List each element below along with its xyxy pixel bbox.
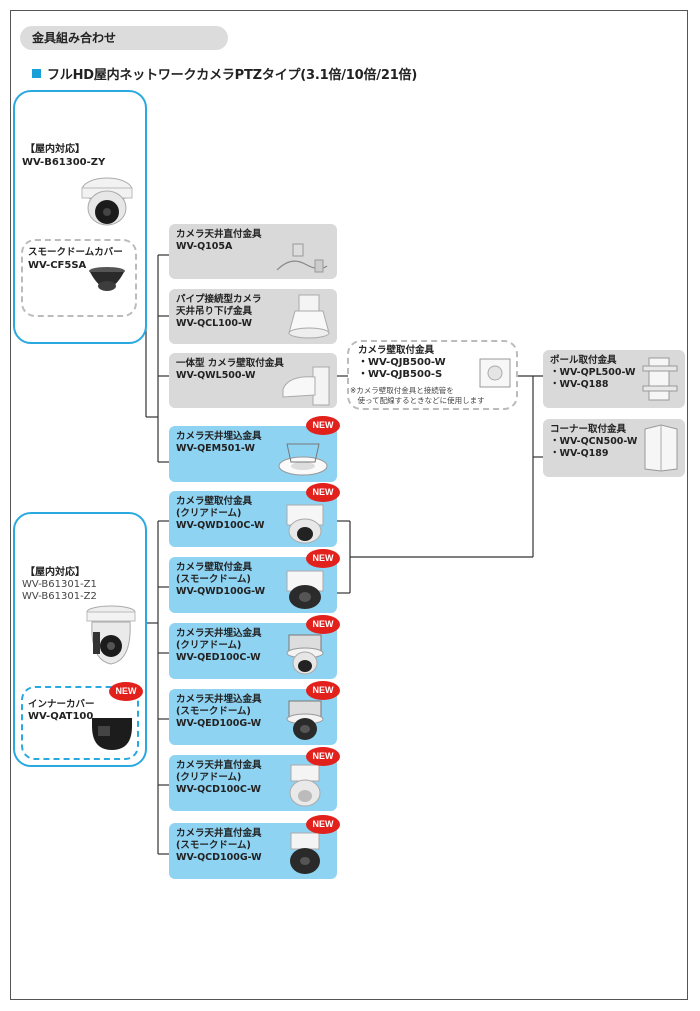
- wall-bracket-note: ※カメラ壁取付金具と接続管を 使って配線するときなどに使用します: [350, 386, 485, 405]
- wall-bracket-item: ・WV-QJB500-S: [358, 369, 443, 380]
- corner-mount-item: ・WV-QCN500-W: [550, 436, 638, 447]
- inner-cover-model: WV-QAT100: [28, 711, 94, 722]
- smoke-cover-box: [21, 239, 137, 317]
- corner-mount-item: ・WV-Q189: [550, 448, 609, 459]
- smoke-cover-icon: [89, 267, 125, 291]
- wall-bracket-box[interactable]: [347, 340, 518, 410]
- mount-title: カメラ天井直付金具 (クリアドーム): [176, 760, 262, 783]
- mount-title: パイプ接続型カメラ 天井吊り下げ金具: [176, 294, 262, 317]
- pole-mount-title: ポール取付金具: [550, 355, 617, 366]
- mount-card-qem501[interactable]: カメラ天井埋込金具 WV-QEM501-W: [169, 426, 337, 482]
- pole-mount-item: ・WV-Q188: [550, 379, 609, 390]
- new-badge: NEW: [109, 682, 143, 701]
- new-badge: NEW: [306, 549, 340, 568]
- dome-camera-icon: [81, 177, 133, 226]
- camera-model-z2: WV-B61301-Z2: [22, 591, 97, 602]
- page-frame: [10, 10, 688, 1000]
- camera-model-z1: WV-B61301-Z1: [22, 579, 97, 590]
- new-badge: NEW: [306, 416, 340, 435]
- corner-mount-icon: [644, 424, 678, 472]
- mount-title: カメラ壁取付金具 (スモークドーム): [176, 562, 253, 585]
- mount-card-qed100c[interactable]: カメラ天井埋込金具 (クリアドーム) WV-QED100C-W: [169, 623, 337, 679]
- junction-box-icon: [479, 358, 511, 388]
- mount-title: カメラ天井直付金具 (スモークドーム): [176, 828, 262, 851]
- ceiling-dome-smoke-icon: [290, 832, 320, 874]
- ceiling-embed-dome-smoke-icon: [286, 700, 324, 740]
- new-badge: NEW: [306, 615, 340, 634]
- inner-cover-label: インナーカバー: [28, 699, 95, 710]
- pole-mount-card[interactable]: ポール取付金具 ・WV-QPL500-W ・WV-Q188: [543, 350, 685, 408]
- mount-title: カメラ天井埋込金具 (クリアドーム): [176, 628, 262, 651]
- ceiling-dome-clear-icon: [289, 764, 321, 807]
- mount-title: カメラ天井埋込金具 (スモークドーム): [176, 694, 262, 717]
- mount-title: カメラ壁取付金具 (クリアドーム): [176, 496, 253, 519]
- ceiling-embed-mount-icon: [278, 443, 328, 476]
- smoke-cover-model: WV-CF5SA: [28, 260, 87, 271]
- section-heading: フルHD屋内ネットワークカメラPTZタイプ(3.1倍/10倍/21倍): [32, 64, 417, 83]
- new-badge: NEW: [306, 747, 340, 766]
- mount-model: WV-QCD100C-W: [176, 784, 262, 795]
- wall-bracket-title: カメラ壁取付金具: [358, 345, 435, 356]
- mount-model: WV-QED100C-W: [176, 652, 261, 663]
- mount-card-qwd100c[interactable]: カメラ壁取付金具 (クリアドーム) WV-QWD100C-W: [169, 491, 337, 547]
- mount-card-qcd100g[interactable]: カメラ天井直付金具 (スモークドーム) WV-QCD100G-W: [169, 823, 337, 879]
- inner-cover-box: [21, 686, 139, 760]
- ptz-camera-icon: [86, 605, 136, 665]
- mount-model: WV-QCD100G-W: [176, 852, 262, 863]
- section-tab: 金具組み合わせ: [20, 26, 228, 50]
- corner-mount-title: コーナー取付金具: [550, 424, 627, 435]
- wire-fitting-icon: [276, 243, 328, 273]
- pole-mount-icon: [642, 357, 678, 401]
- inner-cover-icon: [92, 718, 132, 750]
- mount-card-qwl500[interactable]: 一体型 カメラ壁取付金具 WV-QWL500-W: [169, 353, 337, 408]
- ceiling-embed-dome-clear-icon: [286, 634, 324, 675]
- mount-card-qcl100[interactable]: パイプ接続型カメラ 天井吊り下げ金具 WV-QCL100-W: [169, 289, 337, 344]
- pole-mount-item: ・WV-QPL500-W: [550, 367, 636, 378]
- wall-dome-clear-icon: [286, 504, 324, 544]
- mount-model: WV-QCL100-W: [176, 318, 253, 329]
- new-badge: NEW: [306, 815, 340, 834]
- indoor-label-2: 【屋内対応】: [25, 567, 85, 578]
- mount-model: WV-QED100G-W: [176, 718, 262, 729]
- corner-mount-card[interactable]: コーナー取付金具 ・WV-QCN500-W ・WV-Q189: [543, 419, 685, 477]
- wall-bracket-item: ・WV-QJB500-W: [358, 357, 446, 368]
- mount-title: 一体型 カメラ壁取付金具: [176, 358, 284, 369]
- smoke-cover-label: スモークドームカバー: [28, 247, 123, 258]
- mount-model: WV-QWL500-W: [176, 370, 256, 381]
- mount-model: WV-QWD100C-W: [176, 520, 265, 531]
- new-badge: NEW: [306, 483, 340, 502]
- ceiling-pendant-mount-icon: [288, 294, 330, 339]
- mount-model: WV-QWD100G-W: [176, 586, 266, 597]
- wall-mount-icon: [282, 366, 330, 406]
- mount-model: WV-Q105A: [176, 241, 233, 252]
- mount-card-qed100g[interactable]: カメラ天井埋込金具 (スモークドーム) WV-QED100G-W: [169, 689, 337, 745]
- mount-card-qcd100c[interactable]: カメラ天井直付金具 (クリアドーム) WV-QCD100C-W: [169, 755, 337, 811]
- mount-model: WV-QEM501-W: [176, 443, 255, 454]
- indoor-label: 【屋内対応】: [25, 144, 85, 155]
- wall-dome-smoke-icon: [286, 570, 324, 609]
- camera-model: WV-B61300-ZY: [22, 157, 106, 168]
- camera-group-1: [13, 90, 147, 344]
- new-badge: NEW: [306, 681, 340, 700]
- mount-card-qwd100g[interactable]: カメラ壁取付金具 (スモークドーム) WV-QWD100G-W: [169, 557, 337, 613]
- mount-title: カメラ天井埋込金具: [176, 431, 262, 442]
- heading-text: フルHD屋内ネットワークカメラPTZタイプ(3.1倍/10倍/21倍): [47, 68, 418, 83]
- square-bullet-icon: [32, 69, 41, 78]
- mount-title: カメラ天井直付金具: [176, 229, 262, 240]
- mount-card-q105a[interactable]: カメラ天井直付金具 WV-Q105A: [169, 224, 337, 279]
